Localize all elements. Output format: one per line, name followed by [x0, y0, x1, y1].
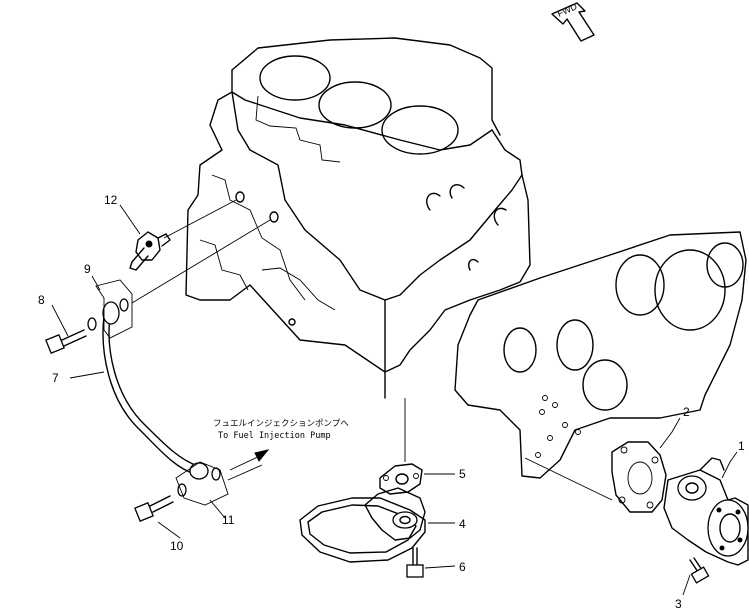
oil-pipe: [102, 301, 209, 480]
cylinder-block: [185, 37, 531, 399]
oil-pressure-switch: [129, 231, 171, 271]
part-number-1: 1: [738, 439, 745, 453]
part-number-11: 11: [222, 513, 235, 527]
fwd-label: FWD: [556, 1, 579, 19]
gear-housing-plate: [454, 231, 747, 479]
strainer-bolt: [406, 547, 424, 578]
part-number-5: 5: [459, 467, 466, 481]
part-number-9: 9: [84, 262, 91, 276]
part-number-7: 7: [52, 371, 59, 385]
part-number-3: 3: [675, 597, 682, 611]
banjo-bolt-upper: [45, 298, 129, 354]
oil-pump-gasket: [611, 441, 667, 513]
fwd-arrow-icon: FWD: [551, 1, 595, 42]
leader-lines: [51, 204, 738, 596]
pump-bolt: [689, 557, 710, 584]
oil-strainer: [299, 487, 426, 563]
part-number-4: 4: [459, 517, 466, 531]
strainer-gasket: [379, 463, 423, 495]
oil-pump: [663, 457, 749, 566]
note-english: To Fuel Injection Pump: [218, 431, 331, 441]
assembly-lines: [131, 199, 613, 501]
part-number-10: 10: [170, 539, 184, 553]
part-number-2: 2: [683, 405, 690, 419]
part-number-8: 8: [38, 293, 45, 307]
part-number-6: 6: [459, 560, 466, 574]
gasket-bracket-11: [175, 461, 229, 506]
note-japanese: フュエルインジェクションポンプへ: [213, 419, 349, 429]
gasket-bracket-9: [95, 279, 133, 339]
part-number-12: 12: [104, 193, 118, 207]
banjo-bolt-lower: [134, 467, 221, 522]
